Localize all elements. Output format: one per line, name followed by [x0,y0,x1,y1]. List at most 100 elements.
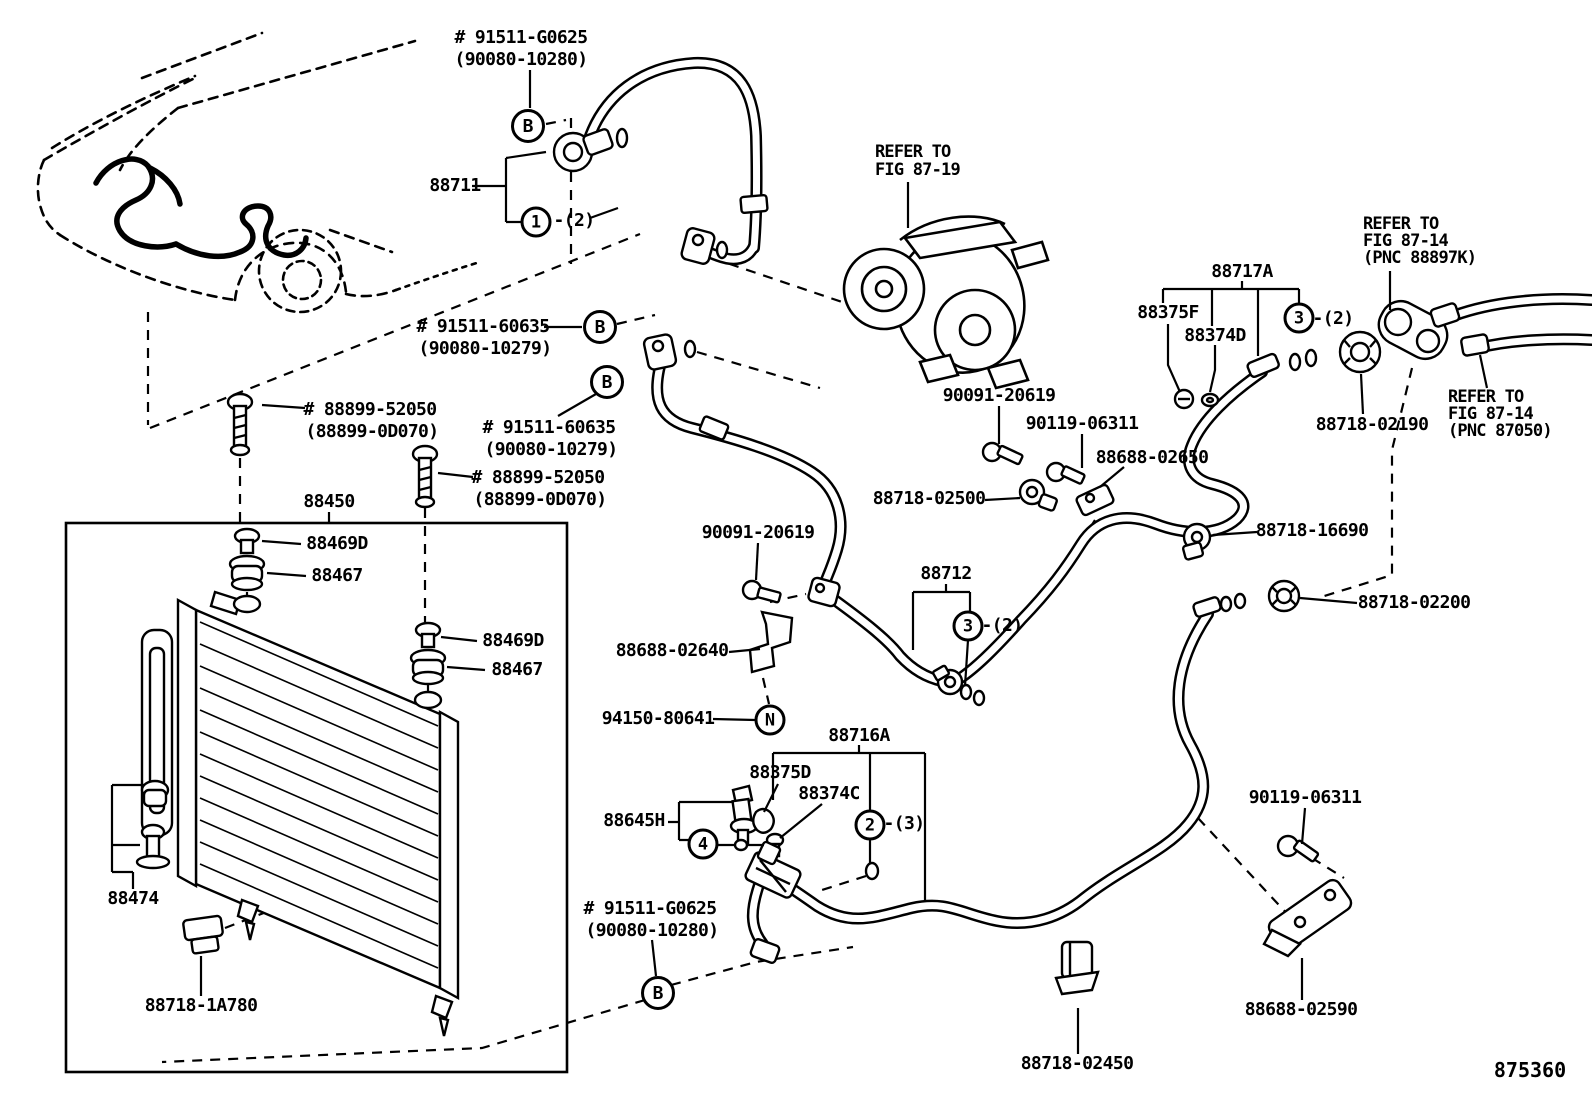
label-91511-g0625: # 91511-G0625 [454,27,588,48]
callout-b: B [583,310,617,344]
condenser-right-tank [438,709,460,1001]
label-88688-02640: 88688-02640 [615,640,729,661]
label-88688-02590: 88688-02590 [1244,999,1358,1020]
joint-88375d [752,807,775,834]
callout-b: B [590,365,624,399]
bolt-90119 [1045,461,1086,485]
nut-88375f [1173,388,1195,410]
label-88469d: 88469D [482,630,544,651]
label-88718-02200: 88718-02200 [1357,592,1471,613]
callout-b: B [511,109,545,143]
label-88645h: 88645H [603,810,665,831]
o-ring [733,838,749,852]
o-ring [1304,348,1318,368]
bracket-88688-02640 [748,610,794,674]
label-94150-80641: 94150-80641 [601,708,715,729]
label-88467: 88467 [311,565,363,586]
label-88899-0d070: (88899-0D070) [473,489,607,510]
pipe-block-fitting [807,576,841,608]
part-glyphs [135,127,1490,996]
label-88899-52050: # 88899-52050 [303,399,437,420]
hose-end-fitting [1460,333,1490,357]
o-ring [959,683,973,701]
o-ring [864,861,880,881]
label-88718-1a780: 88718-1A780 [144,995,258,1016]
hose-eye-fitting [552,127,629,173]
label-fig-87-14: FIG 87-14 [1363,231,1449,251]
pressure-sensor-88645h [729,784,759,846]
bracket-88688-02650 [1075,483,1115,517]
label-pnc-87050: (PNC 87050) [1448,421,1553,441]
label-88899-0d070: (88899-0D070) [305,421,439,442]
o-ring [615,127,629,149]
label-refer-to: REFER TO [1448,387,1524,407]
o-ring [972,689,986,707]
label-qty3: -(3) [883,813,926,834]
nut-88718-02190 [1338,330,1382,374]
callout-b: B [641,976,675,1010]
nut-88718-02200 [1267,579,1301,613]
label-90119-06311: 90119-06311 [1248,787,1362,808]
label-qty2: -(2) [981,615,1024,636]
label-88716a: 88716A [828,725,890,746]
label-90080-10279: (90080-10279) [484,439,618,460]
elbow-flange [642,333,697,371]
label-refer-to: REFER TO [875,142,951,162]
receiver-fitting-88474 [135,779,171,870]
label-90080-10280: (90080-10280) [585,920,719,941]
figure-number: 875360 [1493,1058,1567,1082]
compressor-lug [986,358,1030,390]
condenser-mount [209,590,242,616]
callout-n: N [754,704,786,736]
label-88375d: 88375D [749,762,811,783]
cushion-88467 [228,554,266,592]
condenser [140,590,460,1037]
label-91511-g0625: # 91511-G0625 [583,898,717,919]
cushion-88467 [409,648,447,686]
condenser-left-tank [176,597,198,889]
label-88718-02190: 88718-02190 [1315,414,1429,435]
label-88712: 88712 [920,563,972,584]
label-88375f: 88375F [1137,302,1199,323]
label-88450: 88450 [303,491,355,512]
compressor-lug [918,353,960,384]
bolt-90091 [741,579,782,604]
grommet-88469d [233,527,261,555]
label-90091-20619: 90091-20619 [701,522,815,543]
callout-1: 1 [520,206,552,238]
o-ring [1219,595,1233,613]
union-joint [931,664,964,696]
label-qty2: -(2) [1312,308,1355,329]
label-90091-20619: 90091-20619 [942,385,1056,406]
label-88469d: 88469D [306,533,368,554]
label-91511-60635: # 91511-60635 [416,316,550,337]
label-pnc-88897k: (PNC 88897K) [1363,248,1477,268]
callout-3: 3 [1283,302,1315,334]
condenser-box [64,521,569,1074]
label-90080-10279: (90080-10279) [418,338,552,359]
condenser-foot [236,898,260,924]
mount-bolt-88899 [226,392,254,457]
label-88718-16690: 88718-16690 [1255,520,1369,541]
callout-4: 4 [687,828,719,860]
label-90080-10280: (90080-10280) [454,49,588,70]
clamp-88718-02500 [1018,478,1058,512]
bracket-88688-02590 [1262,878,1353,958]
label-88467: 88467 [491,659,543,680]
liquid-pipe-block [744,840,802,899]
bolt-90119 [1276,834,1320,863]
hose-band [698,415,730,441]
label-88711: 88711 [429,175,481,196]
hose-end-flange [749,938,781,964]
condenser-foot [430,994,454,1020]
mount-bolt-88899 [411,444,439,509]
label-88374d: 88374D [1184,325,1246,346]
label-qty2: -(2) [553,210,596,231]
elbow-flange [680,227,729,265]
label-91511-60635: # 91511-60635 [482,417,616,438]
callout-2: 2 [854,809,886,841]
car-outline [36,31,482,314]
label-refer-to: REFER TO [1363,214,1439,234]
